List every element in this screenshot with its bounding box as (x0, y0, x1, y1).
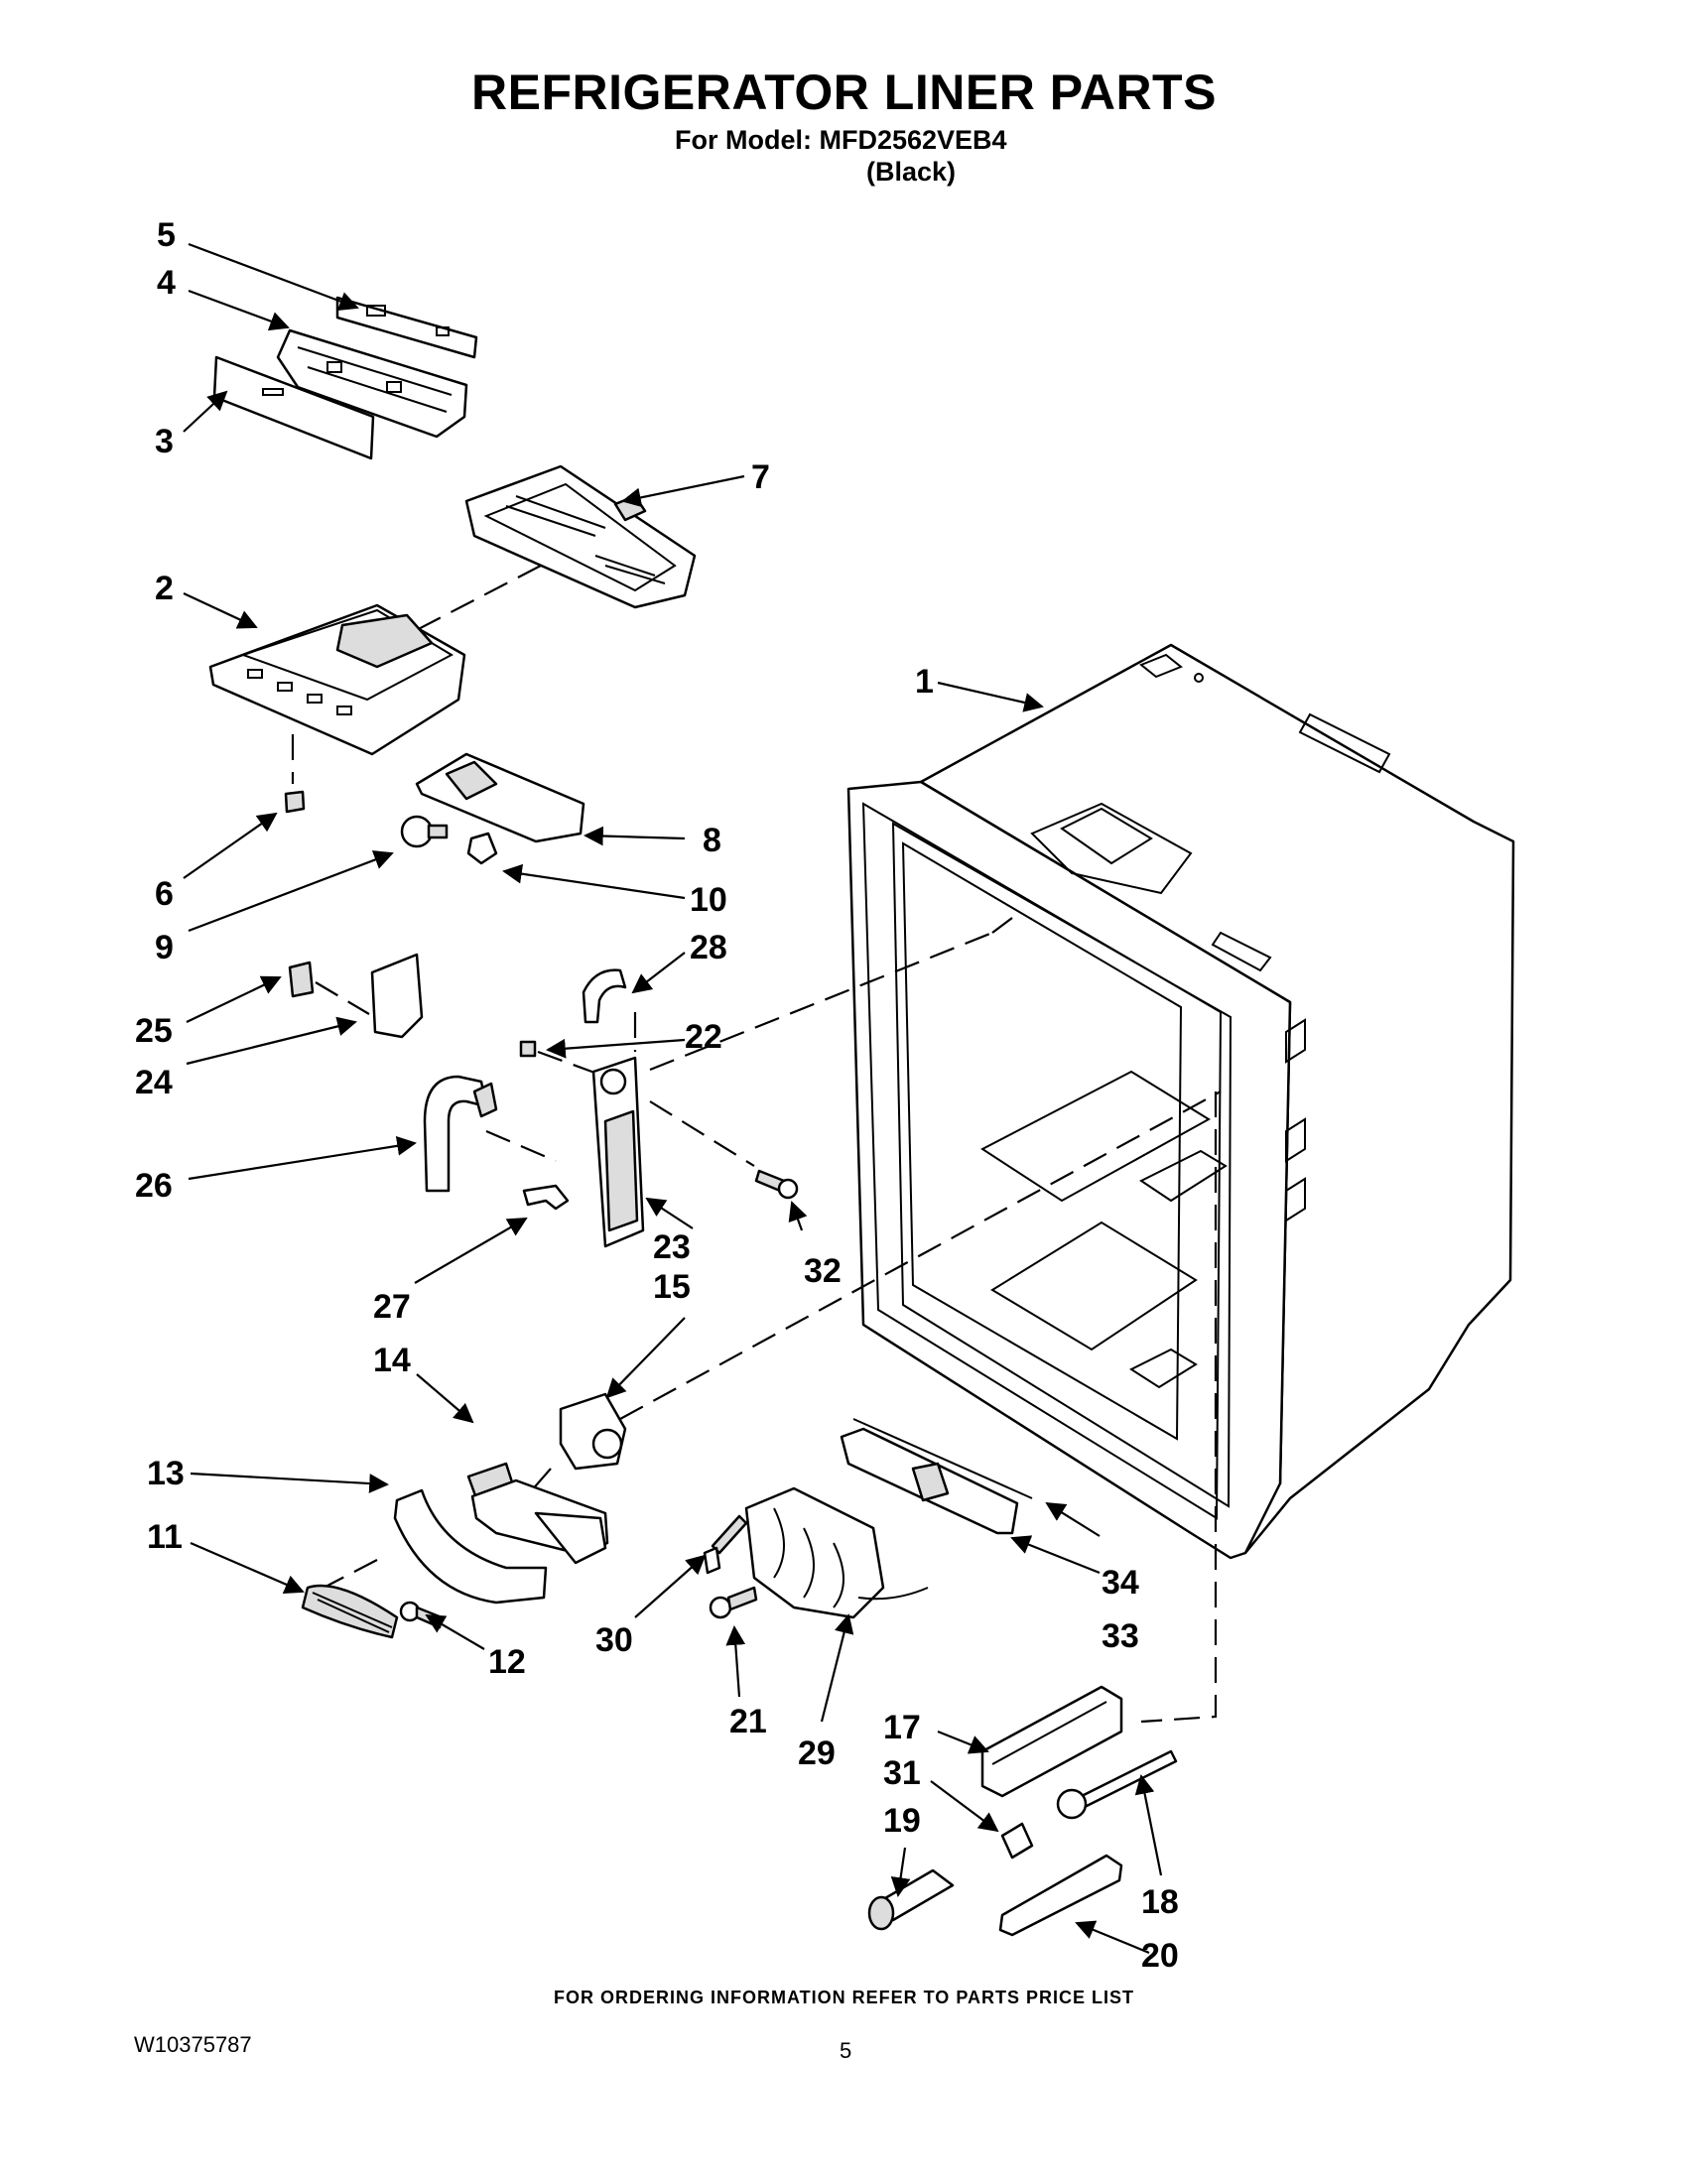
callout-21: 21 (729, 1703, 767, 1740)
callout-7: 7 (751, 458, 770, 496)
callout-15: 15 (653, 1268, 691, 1306)
callout-27: 27 (373, 1288, 411, 1326)
part-27-clip (522, 1184, 570, 1211)
callout-22: 22 (685, 1018, 722, 1056)
callout-30: 30 (595, 1621, 633, 1659)
callout-9: 9 (155, 929, 174, 966)
part-11-grille (301, 1584, 399, 1639)
part-7-vent-cover (464, 464, 697, 609)
part-22-clip (519, 1040, 537, 1058)
part-1-liner (846, 643, 1515, 1560)
part-9-bulb (400, 815, 449, 848)
callout-13: 13 (147, 1455, 185, 1492)
part-24-bracket (370, 953, 424, 1039)
part-14-dispenser (466, 1462, 609, 1565)
callout-31: 31 (883, 1754, 921, 1792)
part-2-housing (208, 603, 466, 756)
callout-23: 23 (653, 1228, 691, 1266)
callout-12: 12 (488, 1643, 526, 1681)
callout-17: 17 (883, 1709, 921, 1746)
callout-24: 24 (135, 1064, 173, 1101)
part-8-lens (415, 752, 585, 843)
part-23-housing (591, 1056, 645, 1248)
part-26-tube (423, 1075, 498, 1193)
callout-11: 11 (147, 1518, 183, 1556)
color-line: (Black) (866, 157, 957, 187)
leader-lines (183, 242, 1163, 1955)
callout-6: 6 (155, 875, 174, 913)
page-number: 5 (840, 2038, 852, 2063)
callout-8: 8 (703, 822, 721, 859)
callout-32: 32 (804, 1252, 842, 1290)
part-5-strip (335, 296, 478, 359)
callout-4: 4 (157, 264, 176, 302)
part-30-rod (703, 1514, 748, 1575)
callout-3: 3 (155, 423, 174, 460)
part-31-fitting (1000, 1822, 1034, 1860)
part-12-screw (399, 1601, 444, 1629)
callout-14: 14 (373, 1342, 411, 1379)
callout-34: 34 (1102, 1564, 1139, 1602)
callout-5: 5 (157, 216, 176, 254)
callout-18: 18 (1141, 1883, 1179, 1921)
part-29-ice-maker (744, 1486, 929, 1619)
callout-labels: 5 4 3 7 2 1 8 6 10 9 28 22 25 24 26 23 3… (135, 216, 1179, 1975)
callout-28: 28 (690, 929, 727, 966)
part-10-socket (466, 832, 498, 865)
part-4-bracket (276, 328, 468, 439)
ordering-note: FOR ORDERING INFORMATION REFER TO PARTS … (553, 1988, 1134, 2007)
callout-1: 1 (915, 663, 934, 701)
part-19-filter (867, 1868, 955, 1931)
part-17-bracket (980, 1685, 1123, 1798)
callout-25: 25 (135, 1012, 173, 1050)
part-13-trim (393, 1488, 548, 1605)
part-25-connector (288, 961, 315, 998)
part-20-cover (998, 1854, 1123, 1937)
callout-26: 26 (135, 1167, 173, 1205)
part-32-screw (754, 1169, 799, 1200)
document-id: W10375787 (134, 2032, 252, 2057)
part-15-module (559, 1392, 627, 1471)
part-28-gasket (582, 968, 627, 1024)
part-21-screw (709, 1586, 758, 1619)
part-3-strip (212, 355, 375, 460)
part-33-assembly (840, 1427, 1019, 1535)
callout-10: 10 (690, 881, 727, 919)
callout-33: 33 (1102, 1617, 1139, 1655)
callout-29: 29 (798, 1734, 836, 1772)
part-6-switch (284, 790, 306, 814)
callout-2: 2 (155, 570, 174, 607)
page-title: REFRIGERATOR LINER PARTS (471, 64, 1217, 120)
part-34-rod (852, 1418, 1033, 1499)
model-line: For Model: MFD2562VEB4 (675, 125, 1007, 155)
callout-20: 20 (1141, 1937, 1179, 1975)
part-18-tube (1056, 1749, 1178, 1820)
callout-19: 19 (883, 1802, 921, 1840)
